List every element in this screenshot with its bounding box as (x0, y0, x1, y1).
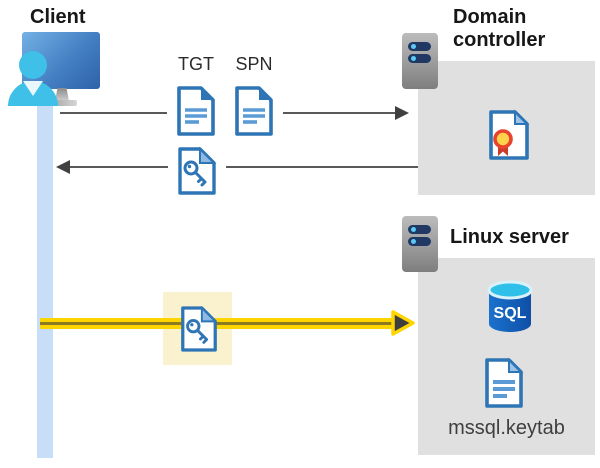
spn-label: SPN (235, 54, 273, 74)
response-arrow-head (56, 160, 70, 174)
server-drive (408, 225, 431, 234)
server-led (411, 239, 416, 244)
linux-server-title: Linux server (450, 226, 569, 248)
client-title: Client (30, 6, 86, 28)
tgt-document-icon (167, 84, 225, 138)
server-drive (408, 237, 431, 246)
certificate-icon (486, 108, 532, 167)
auth-arrow-head (390, 309, 417, 342)
domain-controller-server-icon (402, 33, 438, 89)
request-arrow-head (395, 106, 409, 120)
server-drive (408, 42, 431, 51)
monitor-base (46, 100, 77, 106)
spn-document-icon (225, 84, 283, 138)
response-arrow-line (69, 166, 418, 168)
user-collar (23, 81, 43, 96)
server-led (411, 56, 416, 61)
highlighted-key-ticket-icon (178, 304, 220, 359)
domain-controller-title: Domain controller (453, 6, 546, 51)
server-drive (408, 54, 431, 63)
linux-server-icon (402, 216, 438, 272)
monitor-stand (55, 88, 69, 101)
sql-database-icon: SQL (485, 279, 535, 340)
sql-icon-label: SQL (494, 305, 527, 322)
service-ticket-key-icon (168, 144, 226, 198)
tgt-label: TGT (178, 54, 214, 74)
keytab-file-label: mssql.keytab (448, 417, 565, 439)
server-led (411, 227, 416, 232)
server-led (411, 44, 416, 49)
user-icon (19, 51, 47, 79)
client-lifeline (37, 103, 53, 458)
keytab-file-icon (482, 356, 526, 415)
